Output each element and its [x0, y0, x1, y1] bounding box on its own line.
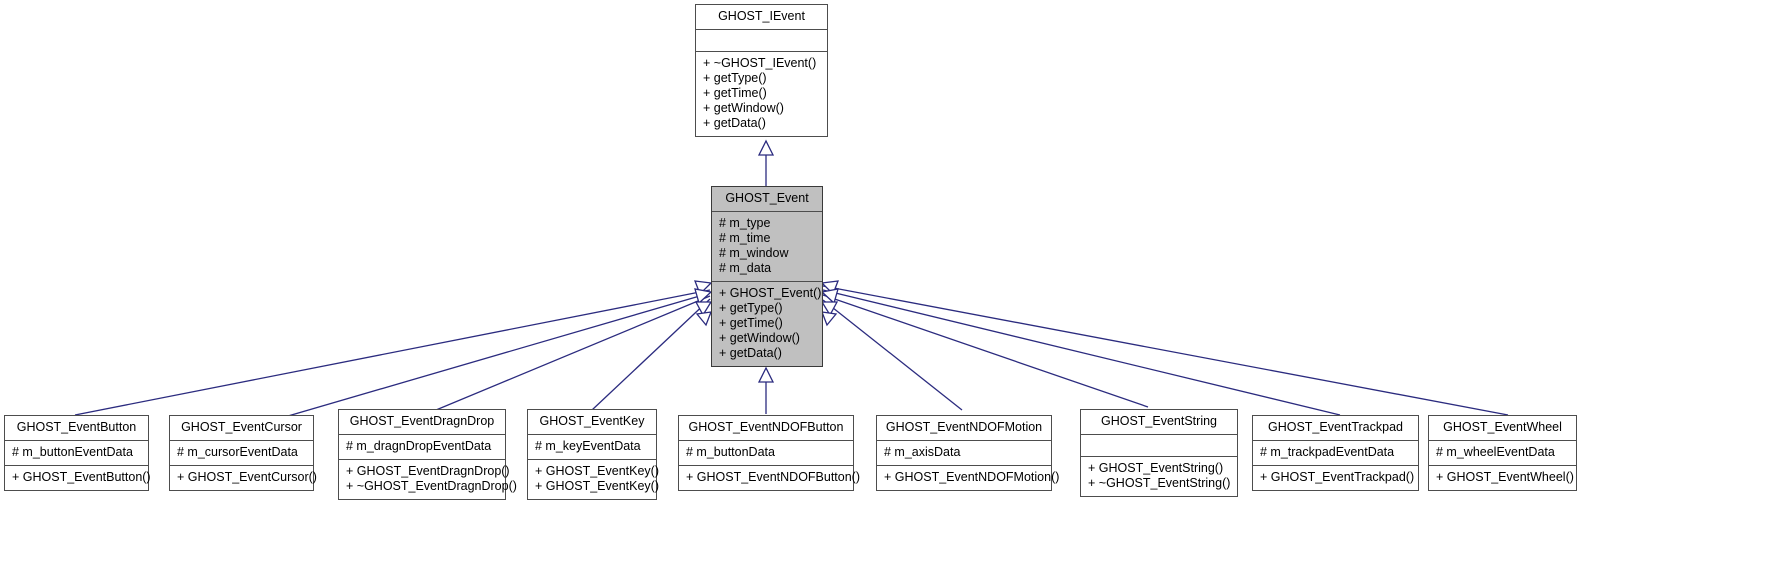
- arrowhead-right-3: [820, 301, 839, 317]
- class-operations-ghost-eventkey: + GHOST_EventKey() + GHOST_EventKey(): [528, 460, 659, 499]
- operation-row: + GHOST_EventCursor(): [177, 470, 317, 484]
- edge-eventtrackpad: [822, 289, 1341, 416]
- class-attributes-ghost-ievent: [696, 30, 827, 52]
- attribute-row: # m_buttonEventData: [12, 445, 133, 459]
- edge-eventndofmotion: [822, 299, 963, 411]
- class-attributes-ghost-eventndofbutton: # m_buttonData: [679, 441, 853, 466]
- edge-eventwheel: [822, 285, 1509, 416]
- operation-row: + GHOST_EventString(): [1088, 461, 1224, 475]
- class-operations-ghost-eventwheel: + GHOST_EventWheel(): [1429, 466, 1576, 490]
- operation-row: + getData(): [719, 346, 782, 360]
- class-name-ghost-eventndofbutton: GHOST_EventNDOFButton: [679, 416, 853, 441]
- operation-row: + GHOST_EventWheel(): [1436, 470, 1574, 484]
- edge-eventkey: [591, 298, 711, 411]
- arrowhead-ievent: [757, 139, 775, 156]
- class-name-ghost-event: GHOST_Event: [712, 187, 822, 212]
- class-box-ghost-eventdragndrop[interactable]: GHOST_EventDragnDrop # m_dragnDropEventD…: [338, 409, 517, 500]
- attribute-row: # m_trackpadEventData: [1260, 445, 1395, 459]
- arrowhead-right-1: [820, 280, 839, 296]
- operation-row: + ~GHOST_EventDragnDrop(): [346, 479, 517, 493]
- class-box-ghost-eventtrackpad[interactable]: GHOST_EventTrackpad # m_trackpadEventDat…: [1252, 415, 1419, 491]
- class-operations-ghost-eventdragndrop: + GHOST_EventDragnDrop() + ~GHOST_EventD…: [339, 460, 517, 499]
- arrowhead-right-2: [820, 288, 839, 305]
- operation-row: + GHOST_EventNDOFButton(): [686, 470, 861, 484]
- edge-eventbutton: [74, 289, 711, 416]
- operation-row: + getWindow(): [703, 101, 784, 115]
- arrowhead-left-1: [694, 280, 713, 296]
- class-attributes-ghost-eventdragndrop: # m_dragnDropEventData: [339, 435, 505, 460]
- class-operations-ghost-eventstring: + GHOST_EventString() + ~GHOST_EventStri…: [1081, 457, 1237, 496]
- operation-row: + GHOST_EventTrackpad(): [1260, 470, 1415, 484]
- class-attributes-ghost-event: # m_type # m_time # m_window # m_data: [712, 212, 822, 282]
- class-operations-ghost-eventbutton: + GHOST_EventButton(): [5, 466, 151, 490]
- arrowhead-left-2: [694, 288, 713, 305]
- arrowhead-left-4: [695, 311, 713, 327]
- class-name-ghost-eventbutton: GHOST_EventButton: [5, 416, 148, 441]
- operation-row: + GHOST_EventKey(): [535, 479, 659, 493]
- class-operations-ghost-eventndofmotion: + GHOST_EventNDOFMotion(): [877, 466, 1060, 490]
- class-box-ghost-eventkey[interactable]: GHOST_EventKey # m_keyEventData + GHOST_…: [527, 409, 659, 500]
- class-box-ghost-ievent[interactable]: GHOST_IEvent + ~GHOST_IEvent() + getType…: [695, 4, 828, 137]
- class-operations-ghost-eventndofbutton: + GHOST_EventNDOFButton(): [679, 466, 861, 490]
- operation-row: + getType(): [703, 71, 767, 85]
- class-attributes-ghost-eventkey: # m_keyEventData: [528, 435, 656, 460]
- class-attributes-ghost-eventtrackpad: # m_trackpadEventData: [1253, 441, 1418, 466]
- arrowhead-right-4: [820, 311, 838, 327]
- class-name-ghost-eventdragndrop: GHOST_EventDragnDrop: [339, 410, 505, 435]
- class-operations-ghost-event: + GHOST_Event() + getType() + getTime() …: [712, 282, 822, 366]
- operation-row: + GHOST_Event(): [719, 286, 822, 300]
- class-name-ghost-eventwheel: GHOST_EventWheel: [1429, 416, 1576, 441]
- operation-row: + GHOST_EventDragnDrop(): [346, 464, 510, 478]
- class-attributes-ghost-eventstring: [1081, 435, 1237, 457]
- operation-row: + GHOST_EventKey(): [535, 464, 659, 478]
- operation-row: + GHOST_EventButton(): [12, 470, 151, 484]
- attribute-row: # m_axisData: [884, 445, 961, 459]
- operation-row: + getTime(): [719, 316, 783, 330]
- attribute-row: # m_time: [719, 231, 771, 245]
- class-box-ghost-eventcursor[interactable]: GHOST_EventCursor # m_cursorEventData + …: [169, 415, 317, 491]
- class-operations-ghost-ievent: + ~GHOST_IEvent() + getType() + getTime(…: [696, 52, 827, 136]
- operation-row: + ~GHOST_IEvent(): [703, 56, 817, 70]
- operation-row: + getWindow(): [719, 331, 800, 345]
- class-name-ghost-eventstring: GHOST_EventString: [1081, 410, 1237, 435]
- attribute-row: # m_wheelEventData: [1436, 445, 1555, 459]
- class-attributes-ghost-eventcursor: # m_cursorEventData: [170, 441, 313, 466]
- arrowhead-left-3: [694, 301, 713, 317]
- attribute-row: # m_data: [719, 261, 772, 275]
- operation-row: + getData(): [703, 116, 766, 130]
- operation-row: + GHOST_EventNDOFMotion(): [884, 470, 1060, 484]
- class-box-ghost-eventndofmotion[interactable]: GHOST_EventNDOFMotion # m_axisData + GHO…: [876, 415, 1060, 491]
- class-box-ghost-event[interactable]: GHOST_Event # m_type # m_time # m_window…: [711, 186, 823, 367]
- class-name-ghost-ievent: GHOST_IEvent: [696, 5, 827, 30]
- operation-row: + getType(): [719, 301, 783, 315]
- class-operations-ghost-eventcursor: + GHOST_EventCursor(): [170, 466, 317, 490]
- class-box-ghost-eventstring[interactable]: GHOST_EventString + GHOST_EventString() …: [1080, 409, 1238, 497]
- class-operations-ghost-eventtrackpad: + GHOST_EventTrackpad(): [1253, 466, 1418, 490]
- attribute-row: # m_window: [719, 246, 789, 260]
- attribute-row: # m_keyEventData: [535, 439, 641, 453]
- class-box-ghost-eventbutton[interactable]: GHOST_EventButton # m_buttonEventData + …: [4, 415, 151, 491]
- operation-row: + getTime(): [703, 86, 767, 100]
- class-name-ghost-eventcursor: GHOST_EventCursor: [170, 416, 313, 441]
- class-attributes-ghost-eventbutton: # m_buttonEventData: [5, 441, 148, 466]
- class-attributes-ghost-eventndofmotion: # m_axisData: [877, 441, 1051, 466]
- class-name-ghost-eventtrackpad: GHOST_EventTrackpad: [1253, 416, 1418, 441]
- class-name-ghost-eventkey: GHOST_EventKey: [528, 410, 656, 435]
- attribute-row: # m_buttonData: [686, 445, 775, 459]
- attribute-row: # m_cursorEventData: [177, 445, 298, 459]
- edge-eventdragndrop: [423, 295, 711, 416]
- attribute-row: # m_dragnDropEventData: [346, 439, 492, 453]
- class-box-ghost-eventwheel[interactable]: GHOST_EventWheel # m_wheelEventData + GH…: [1428, 415, 1577, 491]
- arrowhead-bottom-center: [757, 366, 775, 383]
- class-box-ghost-eventndofbutton[interactable]: GHOST_EventNDOFButton # m_buttonData + G…: [678, 415, 861, 491]
- operation-row: + ~GHOST_EventString(): [1088, 476, 1231, 490]
- class-attributes-ghost-eventwheel: # m_wheelEventData: [1429, 441, 1576, 466]
- attribute-row: # m_type: [719, 216, 771, 230]
- class-name-ghost-eventndofmotion: GHOST_EventNDOFMotion: [877, 416, 1051, 441]
- edge-eventstring: [822, 294, 1149, 408]
